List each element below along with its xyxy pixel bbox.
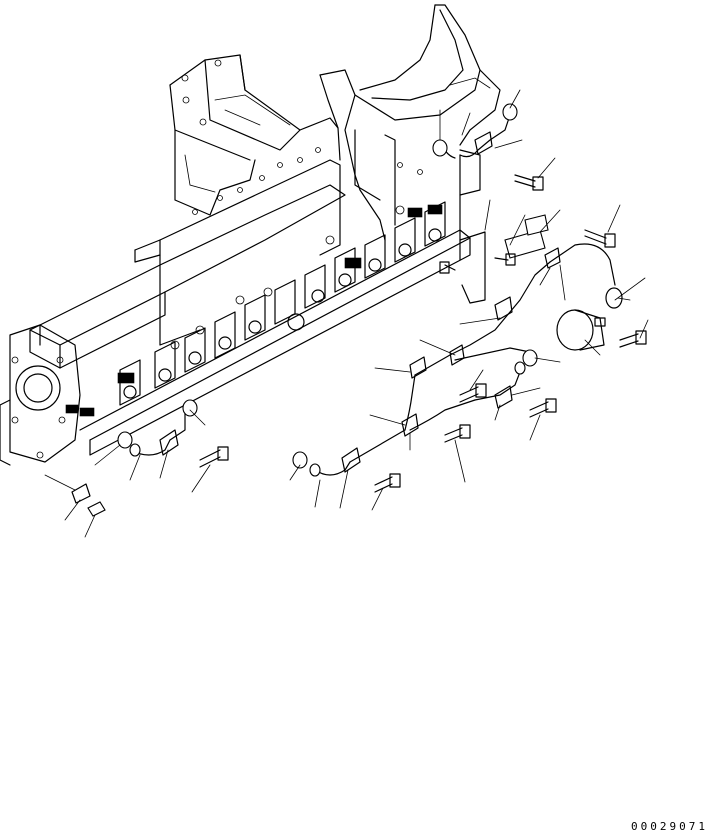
bolts [199,174,647,493]
leader-lines [44,89,649,538]
connector-caps [71,103,549,517]
drawing-code: 00029071 [631,820,708,833]
pressure-sensor [556,287,623,351]
housing-fasteners [192,147,423,215]
valve-blocks [119,201,446,406]
connector-clusters [65,204,443,417]
wiring-harness [129,114,616,476]
main-frame [0,4,501,466]
